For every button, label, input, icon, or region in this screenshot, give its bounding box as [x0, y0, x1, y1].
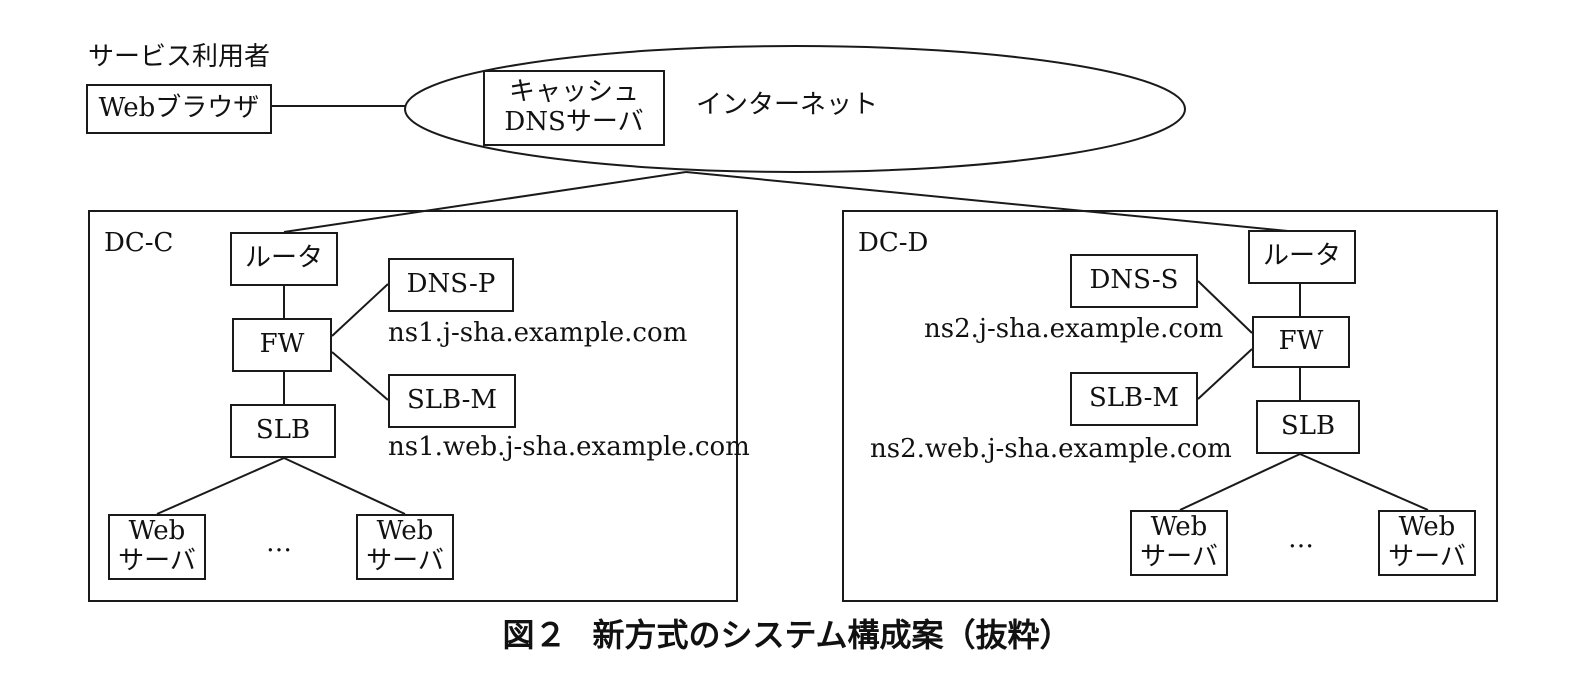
- dc-c-dns-p-box[interactable]: DNS-P: [388, 258, 514, 312]
- service-user-label: サービス利用者: [88, 42, 271, 72]
- dc-c-web-server-left[interactable]: Web サーバ: [108, 514, 206, 580]
- web-server-line-1: Web: [128, 516, 186, 547]
- line-c-slb-web-left: [156, 457, 285, 515]
- web-server-line-2: サーバ: [366, 546, 444, 576]
- dc-c-dns-p-label: DNS-P: [406, 269, 496, 300]
- dc-d-fw-box[interactable]: FW: [1252, 316, 1350, 368]
- dc-c-slb-box[interactable]: SLB: [230, 404, 336, 458]
- dc-c-dns-hostname: ns1.j-sha.example.com: [388, 318, 688, 348]
- dc-c-web-server-right[interactable]: Web サーバ: [356, 514, 454, 580]
- line-c-slb-web-right: [283, 457, 406, 515]
- line-c-fw-dns: [331, 283, 389, 337]
- dc-d-label: DC-D: [858, 228, 929, 258]
- dc-d-dns-hostname: ns2.j-sha.example.com: [924, 314, 1224, 344]
- internet-cloud: [404, 45, 1186, 173]
- figure-number: 図２: [502, 616, 567, 654]
- dc-d-slb-label: SLB: [1280, 411, 1336, 442]
- datacenter-c: [88, 210, 738, 602]
- dc-d-fw-label: FW: [1278, 326, 1324, 357]
- web-server-line-2: サーバ: [1140, 542, 1218, 572]
- dc-d-dns-s-box[interactable]: DNS-S: [1070, 254, 1198, 308]
- figure-title: 新方式のシステム構成案（抜粋）: [592, 616, 1072, 654]
- cache-dns-line-2: DNSサーバ: [504, 107, 644, 137]
- figure-caption: 図２ 新方式のシステム構成案（抜粋）: [0, 610, 1574, 656]
- line-d-slb-web-left: [1179, 453, 1301, 511]
- web-server-line-2: サーバ: [1388, 542, 1466, 572]
- dc-d-dns-s-label: DNS-S: [1089, 265, 1179, 296]
- web-server-line-2: サーバ: [118, 546, 196, 576]
- dc-c-fw-label: FW: [259, 329, 305, 360]
- dc-d-slb-m-box[interactable]: SLB-M: [1070, 372, 1198, 426]
- line-c-fw-slbm: [331, 351, 389, 401]
- internet-label: インターネット: [696, 90, 879, 120]
- dc-c-router-label: ルータ: [244, 243, 323, 274]
- web-browser-box[interactable]: Webブラウザ: [86, 84, 272, 134]
- web-server-line-1: Web: [1398, 512, 1456, 543]
- cache-dns-line-1: キャッシュ: [508, 77, 639, 108]
- dc-c-slb-m-box[interactable]: SLB-M: [388, 374, 516, 428]
- dc-c-slb-m-hostname: ns1.web.j-sha.example.com: [388, 432, 750, 462]
- dc-c-ellipsis: …: [266, 528, 292, 558]
- dc-d-web-server-left[interactable]: Web サーバ: [1130, 510, 1228, 576]
- dc-d-slb-m-label: SLB-M: [1088, 383, 1180, 414]
- dc-d-router-label: ルータ: [1262, 241, 1341, 272]
- dc-d-slb-m-hostname: ns2.web.j-sha.example.com: [870, 434, 1232, 464]
- dc-c-slb-m-label: SLB-M: [406, 385, 498, 416]
- dc-d-web-server-right[interactable]: Web サーバ: [1378, 510, 1476, 576]
- dc-c-fw-box[interactable]: FW: [232, 318, 332, 372]
- line-internet-router-d: [685, 171, 1299, 233]
- cache-dns-server-box[interactable]: キャッシュ DNSサーバ: [483, 70, 665, 146]
- line-d-fw-dns: [1197, 280, 1253, 334]
- web-server-line-1: Web: [376, 516, 434, 547]
- web-browser-label: Webブラウザ: [98, 93, 260, 124]
- dc-c-label: DC-C: [104, 228, 174, 258]
- dc-c-router-box[interactable]: ルータ: [230, 232, 338, 286]
- dc-d-slb-box[interactable]: SLB: [1256, 400, 1360, 454]
- datacenter-d: [842, 210, 1498, 602]
- dc-d-ellipsis: …: [1288, 524, 1314, 554]
- dc-c-slb-label: SLB: [255, 415, 311, 446]
- web-server-line-1: Web: [1150, 512, 1208, 543]
- line-internet-router-c: [283, 171, 687, 233]
- dc-d-router-box[interactable]: ルータ: [1248, 230, 1356, 284]
- line-d-slb-web-right: [1299, 453, 1429, 511]
- line-d-fw-slbm: [1197, 348, 1253, 400]
